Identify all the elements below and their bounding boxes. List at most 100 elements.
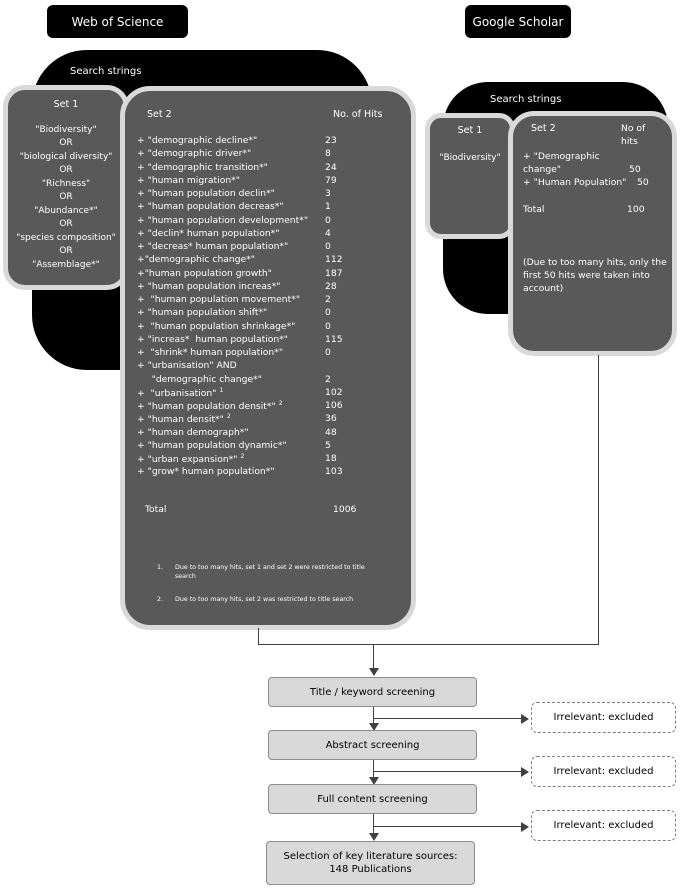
or-operator: OR — [59, 165, 73, 175]
connector-bottom-horizontal — [258, 644, 599, 645]
wos-set2-title: Set 2 — [147, 109, 172, 120]
connector-exclude-3 — [373, 826, 523, 827]
gs-set1-title: Set 1 — [457, 125, 483, 136]
gs-row2-term: + "Human Population" — [523, 177, 627, 188]
search-term-text: + "declin* human population*" — [137, 227, 280, 239]
search-term: + "human population increas*" — [137, 281, 281, 292]
hit-count: 8 — [325, 148, 331, 160]
connector-gs-down — [598, 355, 599, 645]
search-term-text: + "human population densit*" — [137, 401, 276, 413]
wos-search-strings-label: Search strings — [70, 66, 142, 77]
wos-note-2: 2. Due to too many hits, set 2 was restr… — [157, 595, 367, 604]
footnote-marker: 2 — [278, 400, 283, 407]
set1-term: "species composition" — [16, 232, 116, 243]
search-term-text: + "human population dynamic*" — [137, 439, 287, 451]
wos-header: Web of Science — [47, 5, 188, 38]
wos-total-label: Total — [145, 504, 167, 515]
wos-set1-title: Set 1 — [53, 99, 79, 110]
search-term: + "human population shrinkage*" — [137, 321, 295, 332]
hit-count: 0 — [325, 347, 331, 358]
wos-note-2-num: 2. — [157, 596, 164, 603]
wos-set2-box: Set 2 No. of Hits + "demographic decline… — [120, 86, 416, 630]
arrow-head-icon — [369, 777, 379, 785]
excluded-box-2: Irrelevant: excluded — [531, 756, 676, 787]
gs-row1-line2: change" — [523, 164, 562, 175]
gs-row1-line1: + "Demographic — [523, 151, 600, 162]
search-term: + "human demograph*" — [137, 427, 249, 438]
search-term-text: + "urbanisation" AND — [137, 360, 237, 372]
search-term: + "urbanisation" AND — [137, 360, 237, 371]
search-term-text: + "urban expansion*" — [137, 454, 238, 466]
search-term: + "human population movement*" — [137, 294, 300, 305]
search-term-text: + "human population declin*" — [137, 188, 275, 199]
search-term-text: + "shrink* human population*" — [137, 347, 284, 358]
search-term-text: + "human population movement*" — [137, 294, 301, 305]
gs-total-label: Total — [523, 204, 545, 215]
set1-term: "Biodiversity" — [35, 124, 97, 135]
or-operator: OR — [59, 138, 73, 148]
search-term: + "human densit*"2 — [137, 413, 231, 425]
gs-hits-header-2: hits — [621, 136, 638, 147]
gs-header: Google Scholar — [465, 5, 571, 38]
excluded-box-3: Irrelevant: excluded — [531, 810, 676, 841]
gs-set1-item: "Biodiversity" — [439, 152, 501, 163]
full-content-screening-box: Full content screening — [268, 784, 477, 814]
final-selection-line2: 148 Publications — [329, 864, 412, 875]
or-operator: OR — [59, 192, 73, 202]
final-selection-box: Selection of key literature sources: 148… — [266, 841, 475, 885]
arrow-head-icon — [521, 767, 529, 777]
wos-note-1-text: Due to too many hits, set 1 and set 2 we… — [175, 564, 365, 580]
search-term: + "human population densit*"2 — [137, 400, 283, 412]
wos-set1-box: Set 1 "Biodiversity"OR"biological divers… — [3, 85, 129, 290]
gs-search-strings-label: Search strings — [490, 94, 562, 105]
or-operator: OR — [59, 246, 73, 256]
search-term-text: + "human population shrinkage*" — [137, 320, 296, 332]
search-term: + "human population shift*" — [137, 307, 267, 318]
search-term: + "human population development*" — [137, 215, 308, 226]
abstract-screening-box: Abstract screening — [268, 730, 477, 760]
search-term-text: + "human population decreas*" — [137, 201, 284, 213]
hit-count: 18 — [325, 453, 337, 464]
hit-count: 3 — [325, 188, 331, 199]
hit-count: 106 — [325, 400, 343, 411]
hit-count: 0 — [325, 214, 331, 226]
search-term-text: + "grow* human population*" — [137, 466, 275, 478]
search-term: + "human migration*" — [137, 175, 240, 186]
set1-term: "Assemblage*" — [32, 259, 100, 270]
gs-note: (Due to too many hits, only the first 50… — [523, 257, 667, 294]
gs-set2-title: Set 2 — [531, 123, 556, 134]
wos-note-1-num: 1. — [157, 564, 164, 571]
search-term-text: + "demographic transition*" — [137, 161, 268, 173]
search-term-text: + "increas* human population*" — [137, 333, 289, 345]
or-operator: OR — [59, 219, 73, 229]
arrow-head-icon — [369, 668, 379, 676]
gs-row1-hits: 50 — [629, 164, 641, 175]
search-term-text: "demographic change*" — [137, 373, 262, 385]
wos-note-1: 1. Due to too many hits, set 1 and set 2… — [157, 563, 367, 581]
hit-count: 2 — [325, 373, 331, 385]
footnote-marker: 2 — [240, 453, 245, 460]
search-term: + "grow* human population*" — [137, 466, 275, 477]
hit-count: 2 — [325, 294, 331, 305]
hit-count: 1 — [325, 201, 331, 213]
hit-count: 28 — [325, 280, 337, 292]
arrow-head-icon — [369, 833, 379, 841]
search-term: + "urbanisation"1 — [137, 387, 223, 399]
search-term-text: + "demographic decline*" — [137, 135, 258, 146]
search-term-text: + "demographic driver*" — [137, 148, 252, 160]
search-term-text: + "human population shift*" — [137, 307, 268, 319]
hit-count: 48 — [325, 426, 337, 438]
hit-count: 0 — [325, 320, 331, 332]
search-term: + "shrink* human population*" — [137, 347, 283, 358]
arrow-head-icon — [521, 822, 529, 832]
arrow-head-icon — [369, 723, 379, 731]
search-term: + "declin* human population*" — [137, 228, 280, 239]
hit-count: 0 — [325, 241, 331, 252]
hit-count: 112 — [325, 254, 343, 266]
search-term: + "human population dynamic*" — [137, 440, 287, 451]
search-term: + "increas* human population*" — [137, 334, 288, 345]
hit-count: 23 — [325, 135, 337, 146]
search-term: "demographic change*" — [137, 374, 262, 385]
hit-count: 187 — [325, 267, 343, 279]
arrow-head-icon — [521, 714, 529, 724]
